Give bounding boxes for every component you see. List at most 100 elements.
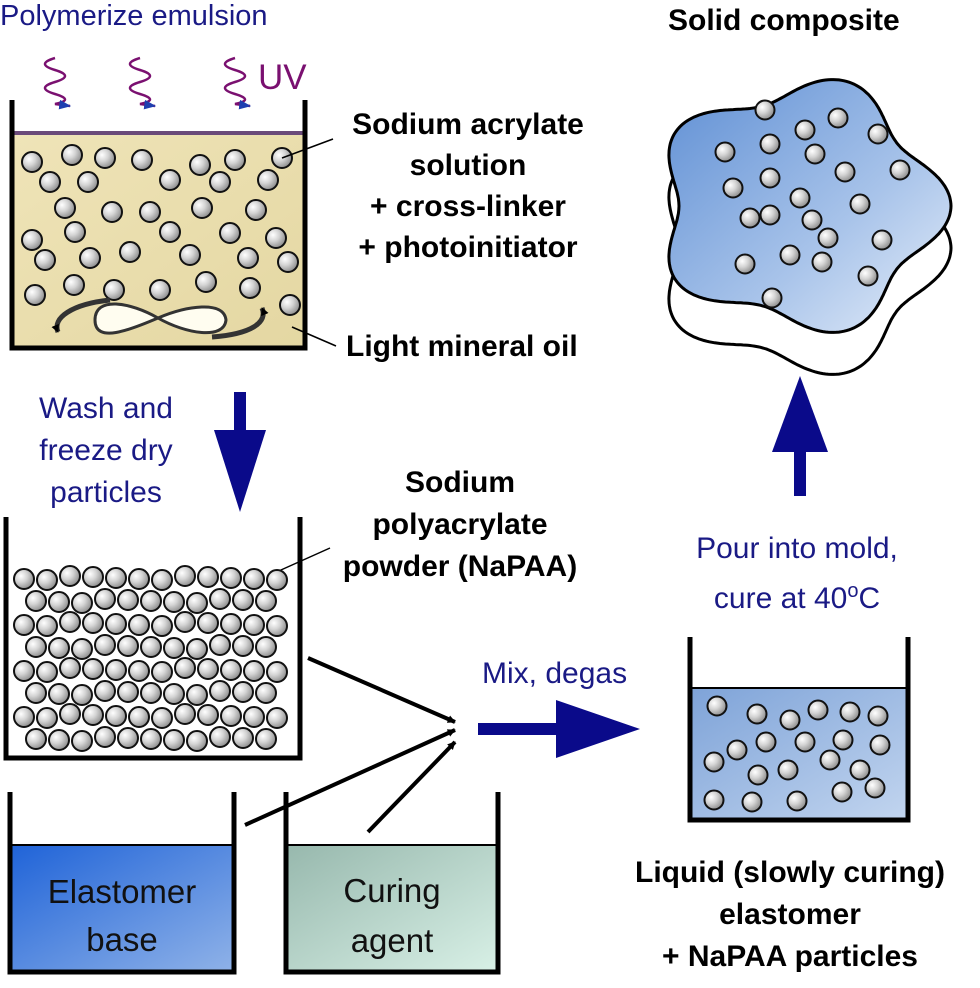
emulsion-droplet [277, 251, 299, 273]
emulsion-droplet [119, 241, 141, 263]
emulsion-droplet [209, 171, 231, 193]
composite-particle [804, 143, 826, 165]
powder-particle [94, 634, 116, 656]
emulsion-droplet [64, 221, 86, 243]
liquid-particle [831, 781, 853, 803]
composite-particle [811, 251, 833, 273]
composite-particle [857, 265, 879, 287]
powder-particle [197, 704, 219, 726]
powder-particle [220, 567, 242, 589]
pour-temp: cure at 40 [713, 582, 848, 615]
powder-particle [220, 659, 242, 681]
powder-particle [25, 728, 47, 750]
composite-particle [871, 229, 893, 251]
powder-particle [94, 726, 116, 748]
powder-particle [140, 728, 162, 750]
uv-wave-3 [223, 56, 252, 110]
napaa-line-3: powder (NaPAA) [342, 550, 578, 583]
powder-particle [186, 592, 208, 614]
emulsion-droplet [191, 197, 213, 219]
liquid-particle [867, 705, 889, 727]
powder-particle [151, 569, 173, 591]
down-arrow [214, 392, 266, 512]
curing-fill [286, 845, 498, 971]
composite-particle [722, 177, 744, 199]
emulsion-droplet [279, 294, 301, 316]
emulsion-droplet [224, 149, 246, 171]
liquid-particle [703, 789, 725, 811]
liquid-particle [869, 734, 891, 756]
powder-particle [209, 680, 231, 702]
composite-particle [849, 193, 871, 215]
powder-particle [48, 637, 70, 659]
powder-particle [71, 638, 93, 660]
emulsion-droplet [21, 151, 43, 173]
liquid-particle [747, 764, 769, 786]
arrow-elastomer [244, 728, 456, 827]
emulsion-droplet [103, 279, 125, 301]
curing-container [283, 792, 501, 975]
powder-particle [255, 728, 277, 750]
elastomer-base-label: Elastomer base [10, 868, 234, 964]
powder-particle [82, 658, 104, 680]
powder-particle [59, 611, 81, 633]
powder-particle [209, 726, 231, 748]
wash-line-3: particles [50, 476, 162, 509]
curing-line-2: agent [350, 922, 434, 959]
liquid-particle [864, 777, 886, 799]
mix-label: Mix, degas [482, 657, 628, 690]
emulsion-droplet [139, 201, 161, 223]
composite-particle [827, 107, 849, 129]
powder-particle [36, 707, 58, 729]
liquid-particle [794, 731, 816, 753]
powder-particle [128, 660, 150, 682]
powder-particle [243, 614, 265, 636]
uv-waves [43, 56, 252, 110]
leader-oil [291, 326, 337, 347]
arrow-powder [307, 656, 456, 724]
liquid-particle [849, 759, 871, 781]
powder-particle [186, 638, 208, 660]
powder-particle [266, 707, 288, 729]
powder-particle [105, 659, 127, 681]
liquid-particle [807, 699, 829, 721]
mix-arrow [478, 700, 640, 758]
acrylate-line-4: + photoinitiator [358, 231, 578, 264]
powder-particle [25, 590, 47, 612]
powder-particle [105, 705, 127, 727]
elastomer-container [7, 792, 237, 975]
powder-particle [25, 636, 47, 658]
composite-particle [794, 119, 816, 141]
powder-particle [174, 611, 196, 633]
composite-particle [759, 133, 781, 155]
composite-particle [834, 161, 856, 183]
powder-particle [59, 657, 81, 679]
powder-particle [266, 661, 288, 683]
emulsion-droplet [61, 144, 83, 166]
powder-particle [243, 660, 265, 682]
emulsion-droplet [24, 284, 46, 306]
powder-particle [117, 635, 139, 657]
composite-particle [867, 123, 889, 145]
powder-particle [209, 634, 231, 656]
elastomer-line-2: base [86, 921, 158, 958]
powder-particle [232, 681, 254, 703]
acrylate-label: Sodium acrylate solution + cross-linker … [318, 104, 618, 268]
emulsion-droplet [195, 271, 217, 293]
powder-particle [232, 635, 254, 657]
napaa-line-2: polyacrylate [372, 508, 548, 541]
powder-particle [71, 684, 93, 706]
powder-particle [197, 566, 219, 588]
up-arrow [772, 376, 828, 496]
composite-particle [789, 187, 811, 209]
wash-label: Wash and freeze dry particles [14, 388, 198, 514]
emulsion-droplet [79, 247, 101, 269]
composite-particle [759, 204, 781, 226]
pour-line-1: Pour into mold, [696, 532, 898, 565]
arrow-curing [366, 740, 457, 834]
pour-unit: C [858, 582, 881, 615]
uv-wave-1 [43, 56, 72, 110]
composite-particle [779, 244, 801, 266]
powder-particle [255, 682, 277, 704]
